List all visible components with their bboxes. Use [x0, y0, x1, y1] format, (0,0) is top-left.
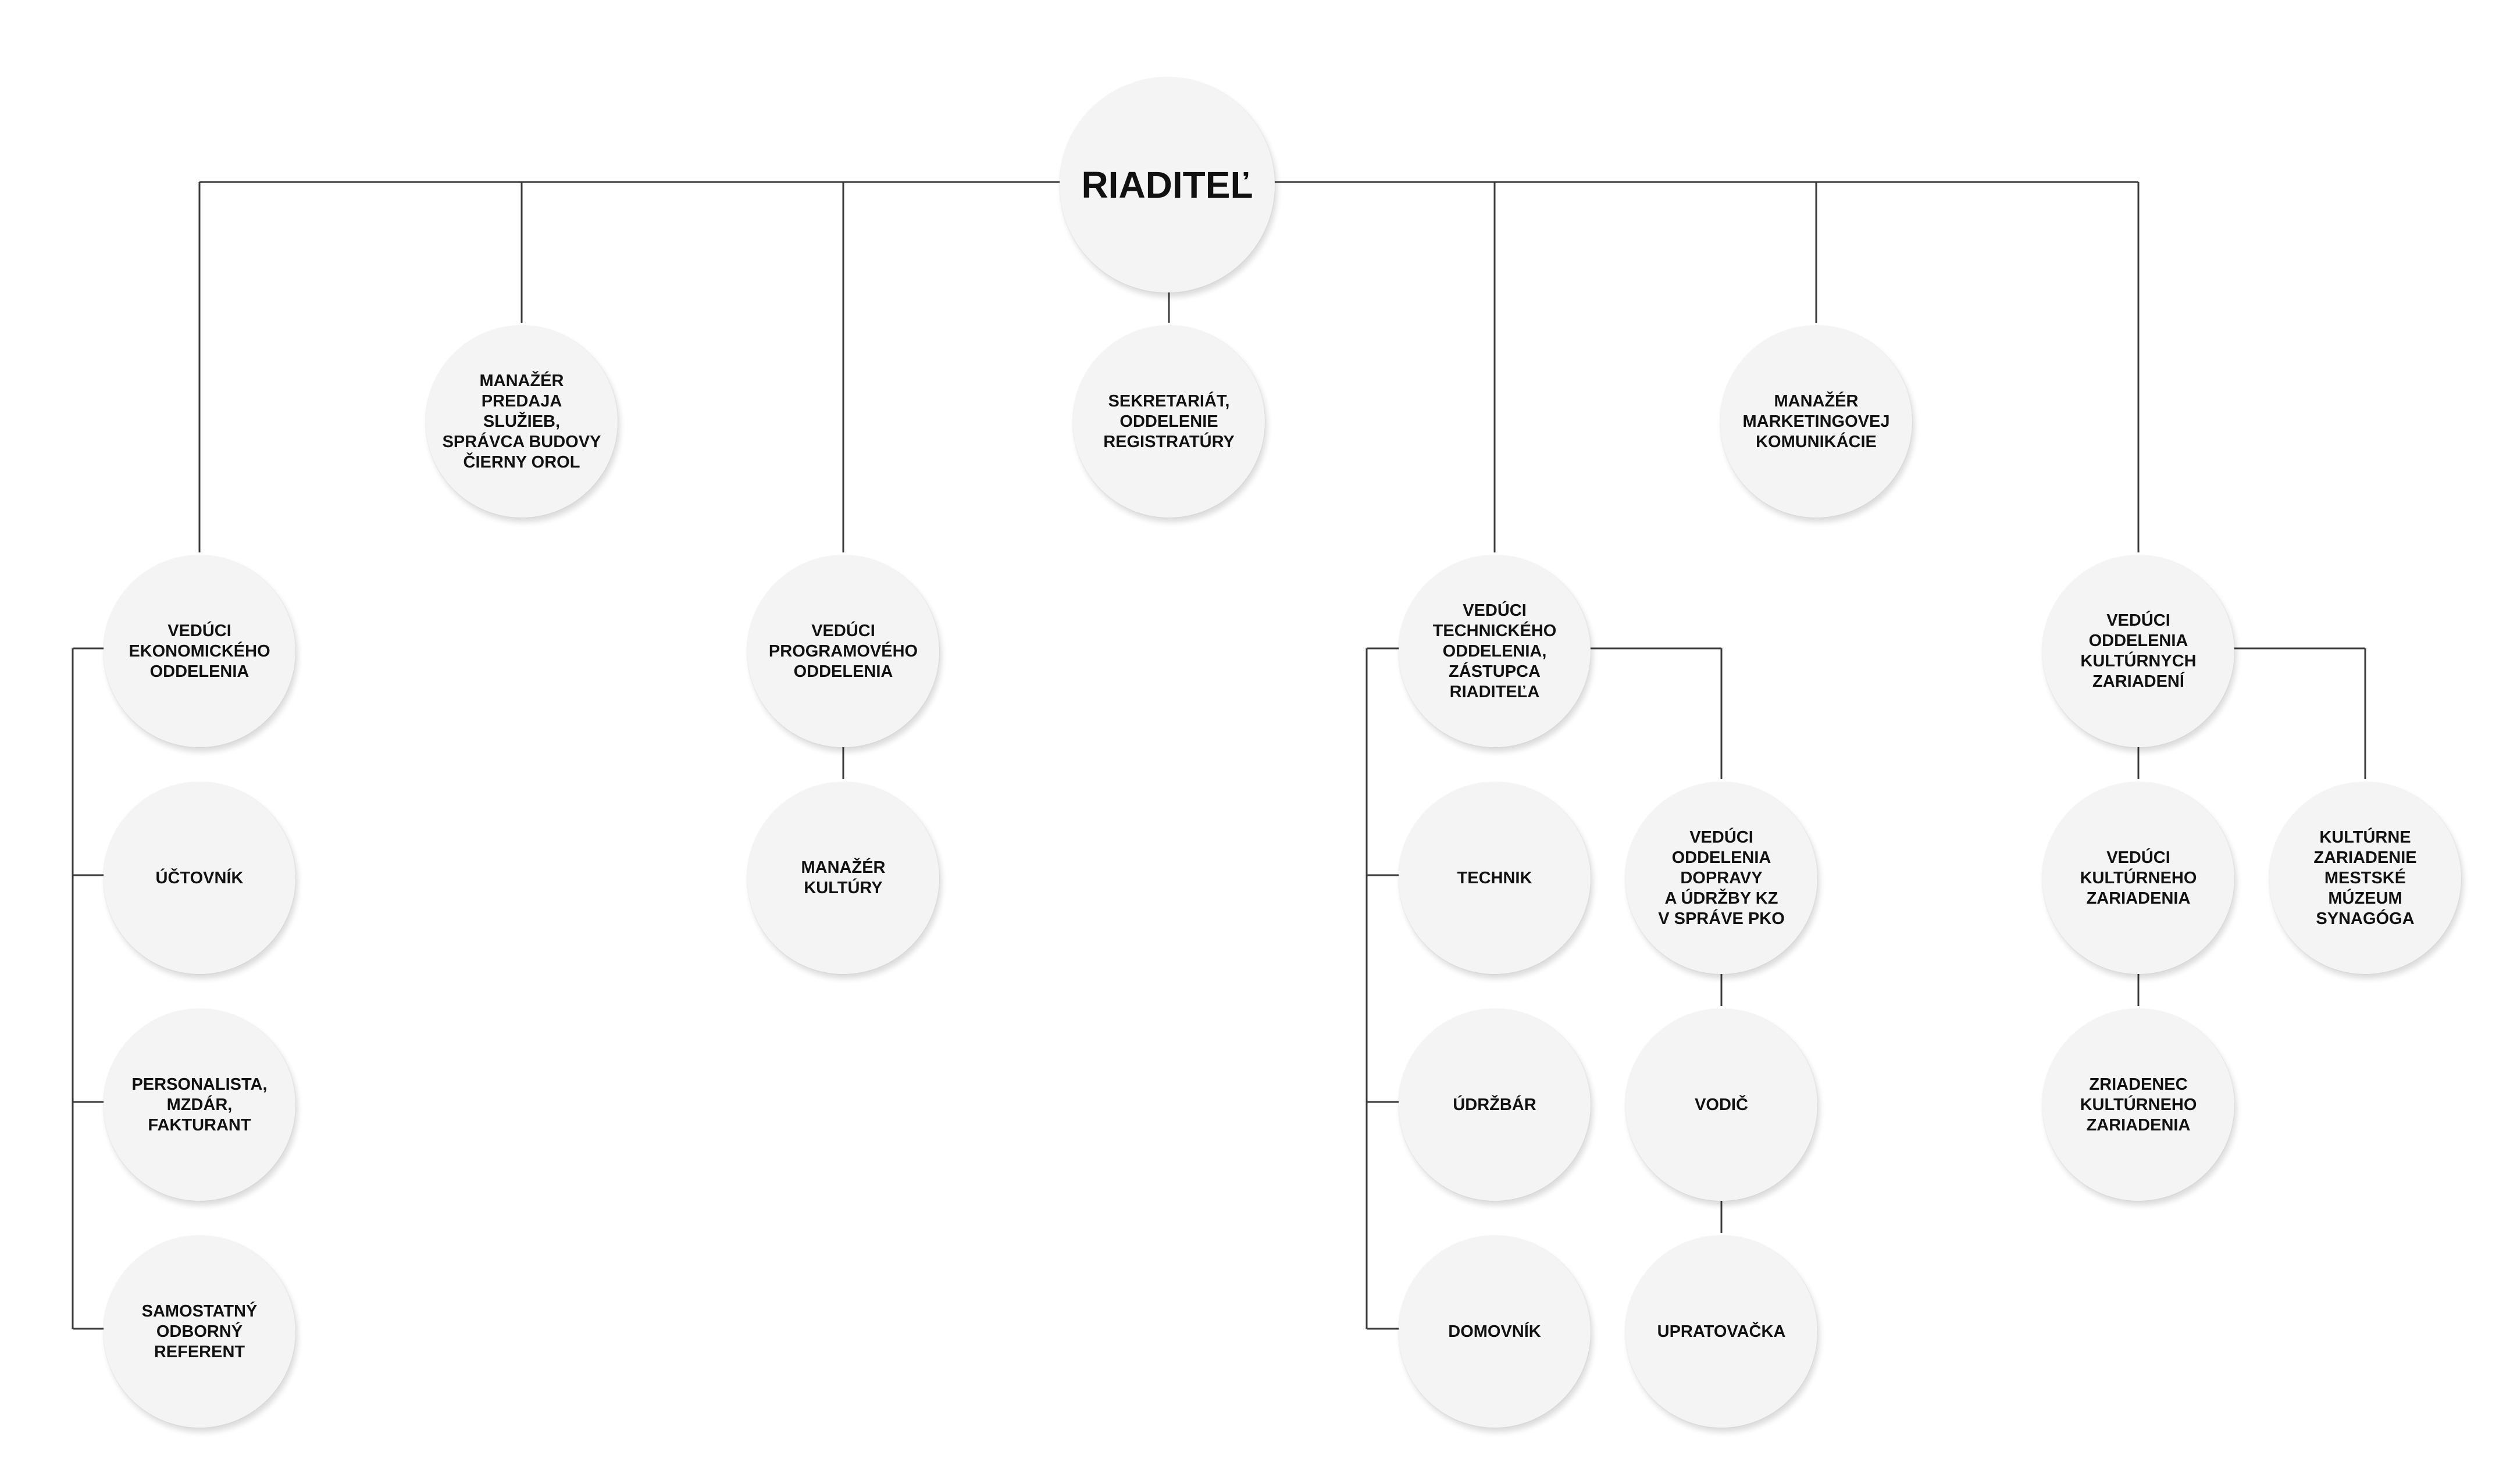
node-culture-manager: MANAŽÉR KULTÚRY: [747, 782, 939, 974]
node-econ-head: VEDÚCI EKONOMICKÉHO ODDELENIA: [104, 555, 295, 747]
node-sales-manager: MANAŽÉR PREDAJA SLUŽIEB, SPRÁVCA BUDOVY …: [426, 326, 618, 518]
node-facilities-head-label: VEDÚCI ODDELENIA KULTÚRNYCH ZARIADENÍ: [2080, 611, 2197, 691]
node-maintenance: ÚDRŽBÁR: [1399, 1009, 1591, 1201]
node-accountant: ÚČTOVNÍK: [104, 782, 295, 974]
node-facility-employee: ZRIADENEC KULTÚRNEHO ZARIADENIA: [2042, 1009, 2234, 1201]
node-maintenance-label: ÚDRŽBÁR: [1453, 1095, 1536, 1114]
node-museum-synagogue-label: KULTÚRNE ZARIADENIE MESTSKÉ MÚZEUM SYNAG…: [2313, 827, 2417, 928]
node-facility-head: VEDÚCI KULTÚRNEHO ZARIADENIA: [2042, 782, 2234, 974]
node-driver-label: VODIČ: [1695, 1095, 1748, 1114]
node-marketing-manager-label: MANAŽÉR MARKETINGOVEJ KOMUNIKÁCIE: [1742, 391, 1890, 451]
node-director: RIADITEĽ: [1060, 77, 1275, 292]
node-technical-head-label: VEDÚCI TECHNICKÉHO ODDELENIA, ZÁSTUPCA R…: [1432, 601, 1557, 701]
node-hr-payroll-label: PERSONALISTA, MZDÁR, FAKTURANT: [131, 1075, 268, 1135]
node-accountant-label: ÚČTOVNÍK: [155, 868, 244, 887]
node-technical-head: VEDÚCI TECHNICKÉHO ODDELENIA, ZÁSTUPCA R…: [1399, 555, 1591, 747]
node-programme-head-label: VEDÚCI PROGRAMOVÉHO ODDELENIA: [768, 621, 918, 681]
node-secretariat-label: SEKRETARIÁT, ODDELENIE REGISTRATÚRY: [1103, 391, 1235, 451]
node-marketing-manager: MANAŽÉR MARKETINGOVEJ KOMUNIKÁCIE: [1720, 326, 1912, 518]
node-technician: TECHNIK: [1399, 782, 1591, 974]
node-culture-manager-label: MANAŽÉR KULTÚRY: [801, 858, 886, 897]
node-driver: VODIČ: [1625, 1009, 1817, 1201]
node-econ-head-label: VEDÚCI EKONOMICKÉHO ODDELENIA: [129, 621, 270, 681]
node-hr-payroll: PERSONALISTA, MZDÁR, FAKTURANT: [104, 1009, 295, 1201]
node-caretaker-label: DOMOVNÍK: [1448, 1322, 1541, 1341]
node-sales-manager-label: MANAŽÉR PREDAJA SLUŽIEB, SPRÁVCA BUDOVY …: [442, 371, 601, 472]
node-transport-head-label: VEDÚCI ODDELENIA DOPRAVY A ÚDRŽBY KZ V S…: [1658, 827, 1785, 928]
node-caretaker: DOMOVNÍK: [1399, 1236, 1591, 1428]
node-facility-employee-label: ZRIADENEC KULTÚRNEHO ZARIADENIA: [2080, 1075, 2197, 1135]
node-technician-label: TECHNIK: [1457, 868, 1532, 887]
node-cleaner-label: UPRATOVAČKA: [1657, 1322, 1786, 1341]
node-programme-head: VEDÚCI PROGRAMOVÉHO ODDELENIA: [747, 555, 939, 747]
node-facilities-head: VEDÚCI ODDELENIA KULTÚRNYCH ZARIADENÍ: [2042, 555, 2234, 747]
node-referent-label: SAMOSTATNÝ ODBORNÝ REFERENT: [141, 1301, 258, 1361]
node-secretariat: SEKRETARIÁT, ODDELENIE REGISTRATÚRY: [1073, 326, 1265, 518]
node-director-label: RIADITEĽ: [1081, 164, 1253, 206]
node-facility-head-label: VEDÚCI KULTÚRNEHO ZARIADENIA: [2080, 848, 2197, 908]
node-cleaner: UPRATOVAČKA: [1625, 1236, 1817, 1428]
node-referent: SAMOSTATNÝ ODBORNÝ REFERENT: [104, 1236, 295, 1428]
node-museum-synagogue: KULTÚRNE ZARIADENIE MESTSKÉ MÚZEUM SYNAG…: [2269, 782, 2461, 974]
node-transport-head: VEDÚCI ODDELENIA DOPRAVY A ÚDRŽBY KZ V S…: [1625, 782, 1817, 974]
